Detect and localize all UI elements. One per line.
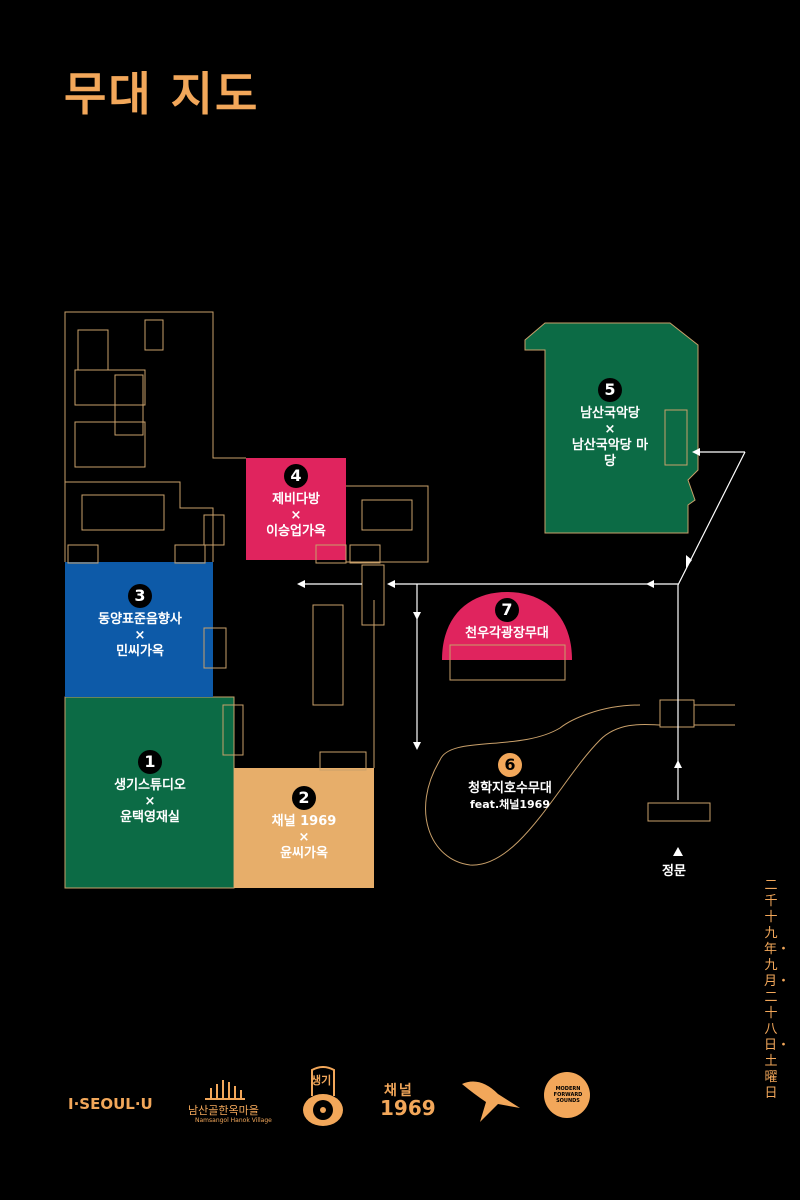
stage-5-name: 남산국악당 [580,406,640,421]
stage-6-number: 6 [498,753,522,777]
stage-6-feat: feat.채널1969 [470,798,550,811]
forward-logo [544,1072,590,1118]
zone-7 [442,592,572,660]
village-logo-kr: 남산골한옥마을 [188,1104,259,1117]
channel1969-logo-top: 채널 [384,1083,414,1099]
stage-1-name: 생기스튜디오 [114,778,186,793]
stage-2-venue: 윤씨가옥 [280,846,328,861]
stage-1-venue: 윤택영재실 [120,810,180,825]
stage-4-number: 4 [284,464,308,488]
stage-2-name: 채널 1969 [271,814,337,829]
stage-1-x: × [144,794,156,809]
stage-2-label[interactable]: 2 채널 1969 × 윤씨가옥 [238,786,370,862]
zone-5 [524,322,699,534]
stage-7-number: 7 [495,598,519,622]
stage-3-number: 3 [128,584,152,608]
vertical-date: 二千十九年・九月・二十八日・土曜日 [764,878,791,1101]
stage-4-venue: 이승업가옥 [266,524,326,539]
stage-1-label[interactable]: 1 생기스튜디오 × 윤택영재실 [80,750,220,826]
route-arrowheads [297,448,700,856]
stage-3-label[interactable]: 3 동양표준음향사 × 민씨가옥 [75,584,205,660]
stage-4-x: × [290,508,302,523]
stage-6-name: 청학지호수무대 [468,781,552,796]
stage-7-name: 천우각광장무대 [465,626,549,641]
swallow-logo [462,1081,520,1122]
saenggi-logo-text: 생기 [311,1074,332,1087]
stage-5-label[interactable]: 5 남산국악당 × 남산국악당 마당 [560,378,660,470]
stage-5-number: 5 [598,378,622,402]
stage-6-label[interactable]: 6 청학지호수무대 feat.채널1969 [445,753,575,813]
stage-5-x: × [604,422,616,437]
saenggi-logo [303,1066,343,1126]
stage-3-venue: 민씨가옥 [116,644,164,659]
village-logo-mark [205,1078,245,1100]
forward-logo-text: MODERN FORWARD SOUNDS [553,1086,583,1104]
stage-4-label[interactable]: 4 제비다방 × 이승업가옥 [246,464,346,540]
channel1969-logo-year: 1969 [380,1096,436,1120]
page-title: 무대 지도 [64,67,260,121]
stage-4-name: 제비다방 [272,492,320,507]
seoul-logo: I·SEOUL·U [68,1095,153,1113]
village-logo-en: Namsangol Hanok Village [195,1117,272,1124]
sponsor-logos: I·SEOUL·U 남산골한옥마을 Namsangol Hanok Villag… [0,1060,800,1140]
stage-7-label[interactable]: 7 천우각광장무대 [447,598,567,642]
stage-3-x: × [134,628,146,643]
stage-1-number: 1 [138,750,162,774]
stage-3-name: 동양표준음향사 [98,612,182,627]
stage-2-number: 2 [292,786,316,810]
main-gate-label: 정문 [662,864,686,879]
site-outline [64,311,735,866]
building-sketches [67,319,711,822]
stage-5-venue: 남산국악당 마당 [571,438,649,469]
stage-2-x: × [298,830,310,845]
